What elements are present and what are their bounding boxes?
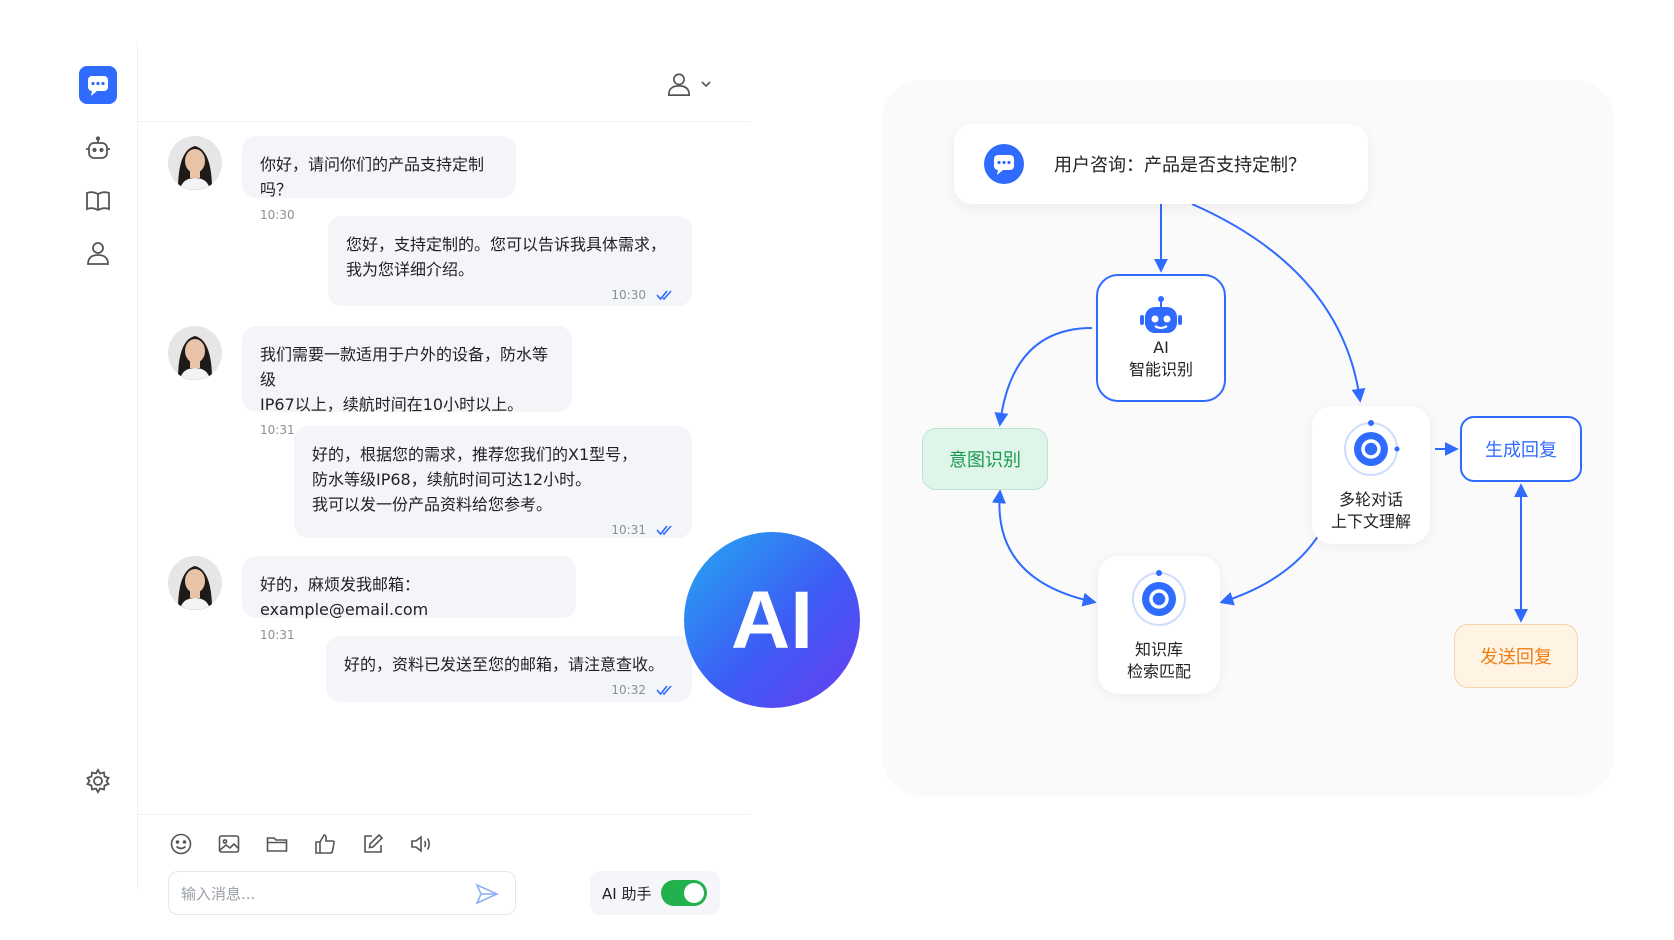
flow-diagram: 用户咨询：产品是否支持定制？ AI 智能识别 意图识别 多轮对话 上下文理解 — [882, 80, 1614, 796]
edit-button[interactable] — [360, 831, 386, 857]
message-bubble: 好的，麻烦发我邮箱：example@email.com 10:31 — [242, 556, 576, 642]
settings-button[interactable] — [81, 764, 115, 798]
folder-icon — [266, 837, 288, 852]
flow-connectors — [992, 203, 1528, 623]
message-time: 10:31 — [260, 628, 295, 642]
read-check-icon — [656, 685, 672, 696]
robot-icon — [1140, 296, 1182, 333]
image-icon — [218, 835, 240, 853]
message-time: 10:30 — [611, 288, 646, 302]
voice-button[interactable] — [408, 831, 434, 857]
ai-badge-text: AI — [731, 575, 813, 666]
kb-node-label-1: 知识库 — [1134, 640, 1183, 659]
avatar — [168, 556, 222, 610]
message-time: 10:32 — [611, 683, 646, 697]
send-reply-node: 发送回复 — [1454, 624, 1578, 688]
message-input[interactable]: 输入消息... — [168, 871, 516, 915]
ai-badge: AI — [676, 520, 876, 720]
read-check-icon — [656, 525, 672, 536]
ai-node-label-1: AI — [1153, 338, 1169, 357]
robot-icon — [86, 136, 110, 159]
message-list: 你好，请问你们的产品支持定制吗？ 10:30 您好，支持定制的。您可以告诉我具体… — [138, 122, 750, 814]
ai-node-label-2: 智能识别 — [1128, 360, 1193, 379]
send-icon — [475, 883, 499, 905]
message-time: 10:31 — [611, 523, 646, 537]
message-text: 我们需要一款适用于户外的设备，防水等级 IP67以上，续航时间在10小时以上。 — [260, 345, 549, 414]
ai-assistant-toggle[interactable]: AI 助手 — [590, 871, 720, 915]
thumbs-up-icon — [315, 834, 335, 854]
ai-assistant-label: AI 助手 — [602, 884, 652, 903]
message-text: 你好，请问你们的产品支持定制吗？ — [260, 155, 485, 199]
context-understanding-node: 多轮对话 上下文理解 — [1312, 406, 1430, 544]
user-menu[interactable] — [666, 66, 722, 102]
message-bubble: 好的，根据您的需求，推荐您我们的X1型号， 防水等级IP68，续航时间可达12小… — [294, 426, 692, 538]
like-button[interactable] — [312, 831, 338, 857]
ai-badge-graphic: AI — [684, 532, 860, 708]
intent-label: 意图识别 — [949, 450, 1021, 471]
send-reply-label: 发送回复 — [1480, 647, 1552, 668]
chat-bubble-icon — [88, 76, 108, 96]
message-text: 好的，资料已发送至您的邮箱，请注意查收。 — [344, 655, 665, 674]
chevron-down-icon — [701, 81, 711, 88]
message-bubble: 您好，支持定制的。您可以告诉我具体需求， 我为您详细介绍。 10:30 — [328, 216, 692, 306]
chat-bubble-icon — [984, 144, 1024, 184]
message-time: 10:30 — [260, 208, 295, 222]
context-node-label-2: 上下文理解 — [1330, 512, 1411, 531]
message-bubble: 你好，请问你们的产品支持定制吗？ 10:30 — [242, 136, 516, 222]
chat-header — [138, 42, 750, 122]
send-button[interactable] — [474, 881, 500, 907]
generate-reply-label: 生成回复 — [1485, 440, 1557, 461]
folder-button[interactable] — [264, 831, 290, 857]
avatar — [168, 136, 222, 190]
sidebar-item-contacts[interactable] — [81, 236, 115, 270]
user-query-card: 用户咨询：产品是否支持定制？ — [954, 124, 1368, 204]
message-bubble: 我们需要一款适用于户外的设备，防水等级 IP67以上，续航时间在10小时以上。 … — [242, 326, 572, 437]
user-icon — [87, 242, 109, 265]
message-input-placeholder: 输入消息... — [181, 884, 256, 903]
avatar — [168, 326, 222, 380]
sidebar-item-knowledge[interactable] — [81, 184, 115, 218]
user-icon — [667, 73, 691, 96]
read-check-icon — [656, 290, 672, 301]
message-text: 您好，支持定制的。您可以告诉我具体需求， 我为您详细介绍。 — [346, 235, 667, 279]
volume-icon — [411, 835, 431, 853]
emoji-button[interactable] — [168, 831, 194, 857]
chat-logo[interactable] — [79, 66, 117, 104]
context-node-label-1: 多轮对话 — [1338, 490, 1403, 509]
switch-knob — [684, 883, 705, 903]
ai-recognition-node: AI 智能识别 — [1096, 274, 1226, 402]
target-icon — [1132, 570, 1186, 626]
edit-icon — [364, 833, 384, 853]
user-query-text: 用户咨询：产品是否支持定制？ — [1054, 155, 1306, 176]
sidebar-item-bot[interactable] — [81, 132, 115, 166]
message-text: 好的，根据您的需求，推荐您我们的X1型号， 防水等级IP68，续航时间可达12小… — [312, 445, 638, 514]
generate-reply-node: 生成回复 — [1460, 416, 1582, 482]
image-button[interactable] — [216, 831, 242, 857]
composer: 输入消息... AI 助手 — [138, 814, 750, 915]
message-time: 10:31 — [260, 423, 295, 437]
message-bubble: 好的，资料已发送至您的邮箱，请注意查收。 10:32 — [326, 636, 692, 702]
intent-recognition-node: 意图识别 — [922, 428, 1048, 490]
book-icon — [86, 191, 110, 212]
ai-switch[interactable] — [661, 880, 708, 906]
kb-node-label-2: 检索匹配 — [1126, 662, 1191, 681]
chat-app: 你好，请问你们的产品支持定制吗？ 10:30 您好，支持定制的。您可以告诉我具体… — [58, 42, 750, 915]
target-icon — [1344, 420, 1400, 476]
knowledge-base-node: 知识库 检索匹配 — [1098, 556, 1220, 694]
message-text: 好的，麻烦发我邮箱：example@email.com — [260, 575, 429, 619]
gear-icon — [86, 768, 110, 794]
emoji-icon — [170, 833, 192, 855]
sidebar — [58, 42, 138, 890]
